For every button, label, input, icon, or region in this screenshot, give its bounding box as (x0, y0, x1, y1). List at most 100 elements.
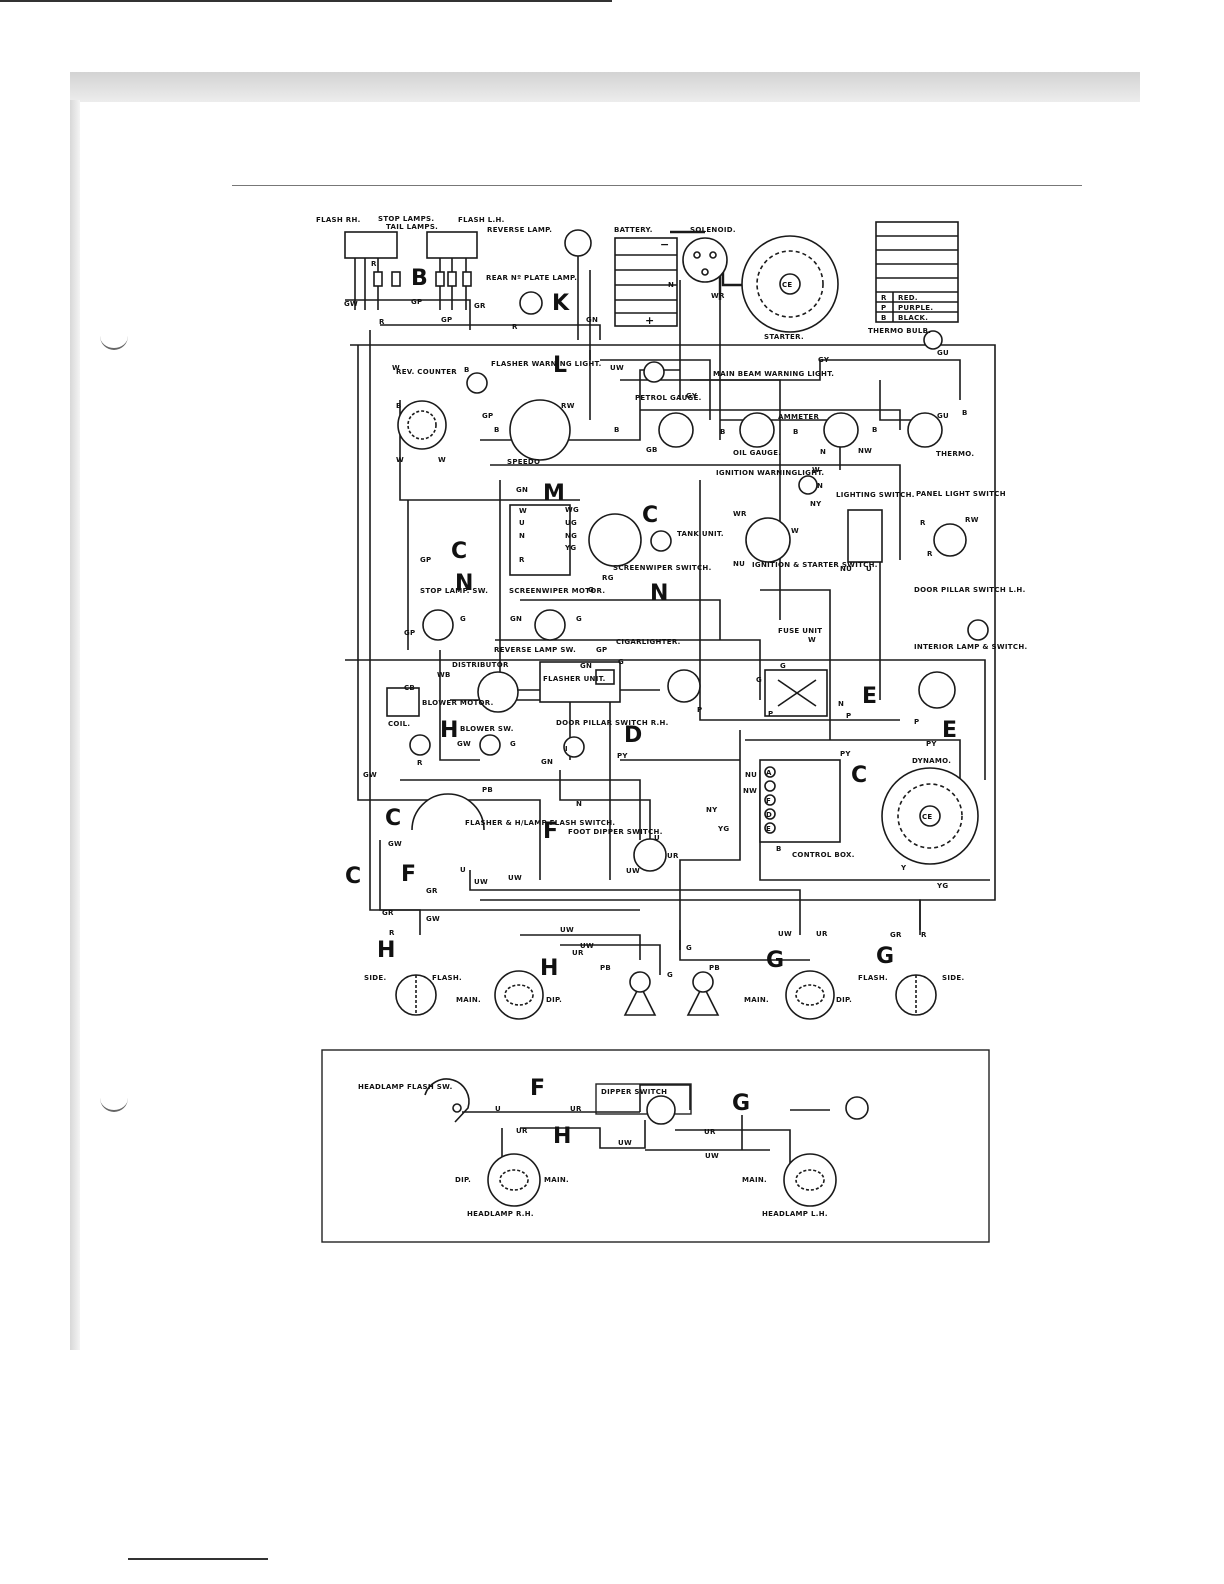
connector-h: H (377, 938, 395, 963)
svg-text:G: G (576, 615, 582, 623)
svg-text:A: A (766, 769, 772, 777)
svg-text:GP: GP (404, 629, 415, 637)
foot-dipper-switch: FOOT DIPPER SWITCH. (568, 828, 667, 872)
bottom-edge-line (128, 1558, 268, 1560)
ignition-starter-switch: IGNITION & STARTER SWITCH. (745, 517, 877, 569)
label: CONTROL BOX. (792, 851, 855, 859)
svg-text:WR: WR (711, 292, 725, 300)
petrol-gauge: PETROL GAUGE. (635, 394, 701, 448)
svg-text:G: G (588, 586, 594, 594)
ammeter: AMMETER (778, 412, 859, 448)
front-lamp-right-side: FLASH. SIDE. (858, 974, 964, 1016)
svg-text:YG: YG (936, 882, 948, 890)
svg-text:G: G (756, 676, 762, 684)
svg-text:W: W (812, 466, 820, 474)
label: BLOWER SW. (460, 725, 514, 733)
connector-h: H (540, 956, 558, 981)
label: THERMO. (936, 450, 974, 458)
svg-text:N: N (817, 482, 823, 490)
svg-text:GP: GP (482, 412, 493, 420)
svg-text:R: R (417, 759, 423, 767)
svg-text:GR: GR (426, 887, 438, 895)
label: MAIN. (544, 1176, 569, 1184)
label: DOOR PILLAR SWITCH L.H. (914, 586, 1026, 594)
svg-text:PB: PB (709, 964, 720, 972)
wire-code-labels: GW GP GR R GP R R GN N WR GU GY W B UW R… (344, 260, 978, 979)
connector-f: F (543, 819, 558, 844)
svg-text:W: W (519, 507, 527, 515)
door-pillar-switch-rh: DOOR PILLAR SWITCH R.H. (556, 719, 668, 758)
label: AMMETER (778, 413, 819, 421)
svg-text:GP: GP (441, 316, 452, 324)
svg-text:U: U (866, 565, 872, 573)
label: REAR Nº PLATE LAMP. (486, 274, 577, 282)
svg-text:GR: GR (382, 909, 394, 917)
connector-f: F (401, 862, 416, 887)
svg-text:UW: UW (626, 867, 640, 875)
label: LIGHTING SWITCH. (836, 491, 915, 499)
svg-text:GU: GU (937, 412, 949, 420)
connector-e: E (942, 718, 957, 743)
connector-g: G (732, 1091, 750, 1116)
svg-text:NY: NY (706, 806, 718, 814)
svg-text:NY: NY (810, 500, 822, 508)
headlamp-flash-inset: HEADLAMP FLASH SW. DIPPER SWITCH U UR UR… (321, 1049, 990, 1243)
distributor: DISTRIBUTOR (452, 661, 519, 713)
horn-right (686, 971, 720, 1016)
svg-text:N: N (576, 800, 582, 808)
label: REVERSE LAMP SW. (494, 646, 576, 654)
reverse-lamp-switch: REVERSE LAMP SW. (494, 609, 576, 654)
svg-text:G: G (460, 615, 466, 623)
svg-text:U: U (460, 866, 466, 874)
svg-text:B: B (962, 409, 968, 417)
thermo-bulb: THERMO BULB. (868, 327, 943, 350)
label: MAIN BEAM WARNING LIGHT. (713, 370, 834, 378)
svg-text:PB: PB (600, 964, 611, 972)
svg-text:B: B (614, 426, 620, 434)
label: COIL. (388, 720, 410, 728)
battery: BATTERY. − + (614, 226, 678, 327)
horn-left (623, 971, 657, 1016)
svg-text:UW: UW (610, 364, 624, 372)
svg-text:CE: CE (782, 281, 793, 289)
label: STOP LAMP. SW. (420, 587, 488, 595)
label: TAIL LAMPS. (386, 223, 438, 231)
svg-text:UW: UW (618, 1139, 632, 1147)
svg-text:GN: GN (580, 662, 592, 670)
connector-d: D (624, 723, 642, 748)
svg-text:P: P (914, 718, 919, 726)
svg-text:GR: GR (890, 931, 902, 939)
label: REVERSE LAMP. (487, 226, 552, 234)
svg-text:UW: UW (705, 1152, 719, 1160)
rear-lamps: FLASH RH. STOP LAMPS. TAIL LAMPS. FLASH … (316, 215, 504, 310)
svg-text:PB: PB (482, 786, 493, 794)
label: SOLENOID. (690, 226, 736, 234)
connector-e: E (862, 684, 877, 709)
label: MAIN. (742, 1176, 767, 1184)
label: DIP. (455, 1176, 471, 1184)
connector-h: H (440, 718, 458, 743)
label: HEADLAMP R.H. (467, 1210, 534, 1218)
svg-text:B: B (720, 428, 726, 436)
svg-text:R: R (519, 556, 525, 564)
svg-text:GN: GN (541, 758, 553, 766)
svg-text:R: R (921, 931, 927, 939)
key-code: P (881, 304, 886, 312)
svg-text:GY: GY (686, 392, 698, 400)
label: MAIN. (456, 996, 481, 1004)
label: DIP. (836, 996, 852, 1004)
reverse-lamp: REVERSE LAMP. (487, 226, 592, 340)
svg-text:UW: UW (580, 942, 594, 950)
panel-light-switch: PANEL LIGHT SWITCH (916, 490, 1006, 557)
label: REV. COUNTER (396, 368, 457, 376)
label: FLASH RH. (316, 216, 361, 224)
svg-text:U: U (495, 1105, 501, 1113)
svg-text:GY: GY (818, 356, 830, 364)
key-name: BLACK. (898, 314, 928, 322)
control-box: CONTROL BOX. (759, 759, 855, 859)
binder-hole-mark (100, 1094, 128, 1112)
svg-text:W: W (438, 456, 446, 464)
svg-text:GW: GW (363, 771, 377, 779)
svg-text:B: B (872, 426, 878, 434)
